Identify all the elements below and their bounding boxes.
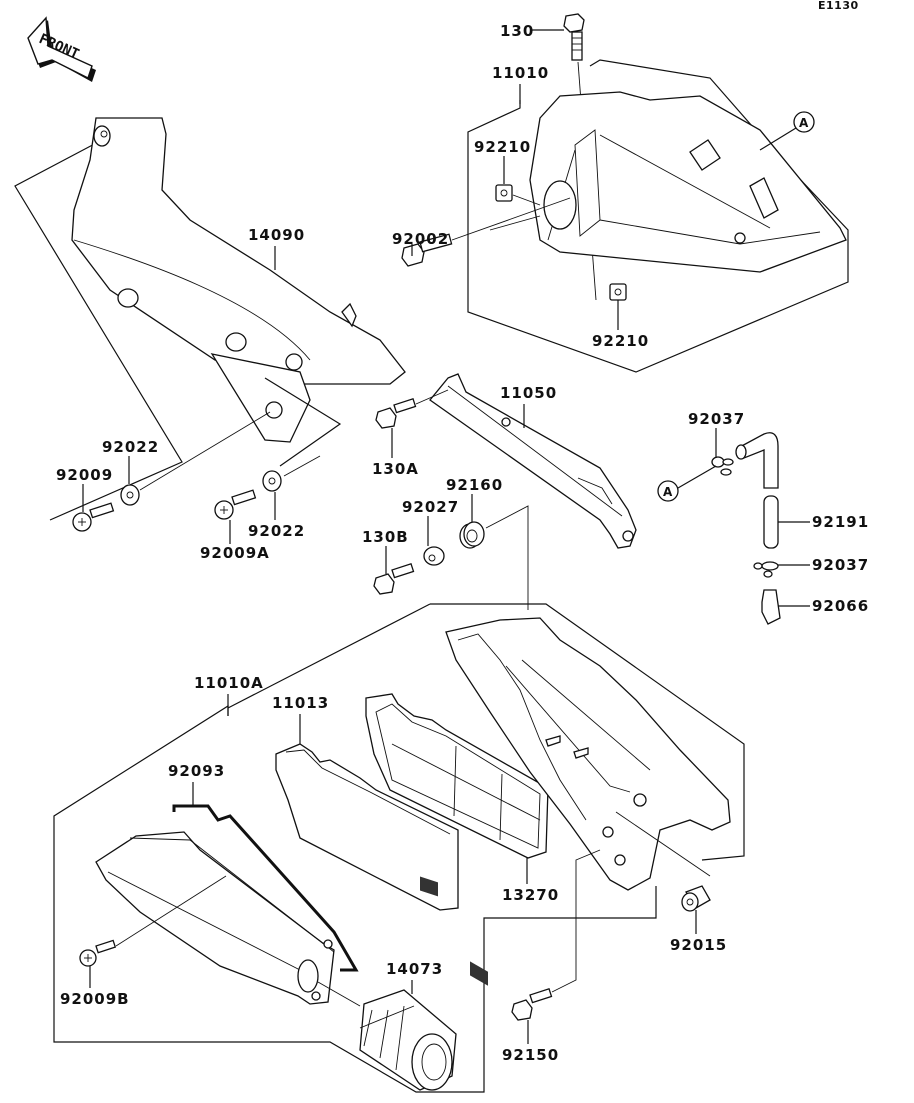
label-130b: 130B <box>362 528 409 546</box>
label-13270: 13270 <box>502 886 559 904</box>
front-arrow-icon: FRONT <box>27 16 96 82</box>
air-box-cover-icon <box>95 831 335 1005</box>
clip-92210-bottom-icon <box>609 283 627 301</box>
label-92191: 92191 <box>812 513 869 531</box>
hose-92191-icon <box>737 432 779 489</box>
label-92150: 92150 <box>502 1046 559 1064</box>
label-11013: 11013 <box>272 694 329 712</box>
label-92037-top: 92037 <box>688 410 745 428</box>
air-box-case-icon <box>445 617 731 891</box>
clamp-92037-bottom-icon <box>753 561 779 578</box>
part-11050-group: 11050 130A 92160 92027 130B <box>362 373 637 610</box>
screw-92009-icon <box>72 502 115 532</box>
bolt-130-icon <box>563 13 585 61</box>
washer-92022-right-icon <box>262 470 282 492</box>
label-92009a: 92009A <box>200 544 270 562</box>
label-92015: 92015 <box>670 936 727 954</box>
label-92002: 92002 <box>392 230 449 248</box>
label-92210-bottom: 92210 <box>592 332 649 350</box>
clamp-92037-top-icon <box>711 456 734 476</box>
label-92022-left: 92022 <box>102 438 159 456</box>
reference-marker-a-label: A <box>799 116 809 130</box>
diagram-code: E1130 <box>818 0 859 12</box>
label-11010a: 11010A <box>194 674 264 692</box>
label-11010: 11010 <box>492 64 549 82</box>
reference-marker-a-hose-label: A <box>663 485 673 499</box>
label-92093: 92093 <box>168 762 225 780</box>
label-92027: 92027 <box>402 498 459 516</box>
label-14090: 14090 <box>248 226 305 244</box>
screw-92009b-icon <box>79 939 117 967</box>
bolt-92150-icon <box>511 988 553 1021</box>
hose-group: 92037 A 92191 92037 92066 <box>657 410 869 625</box>
label-130a: 130A <box>372 460 419 478</box>
label-130: 130 <box>500 22 534 40</box>
bolt-92002-icon <box>401 233 453 267</box>
label-92037-bottom: 92037 <box>812 556 869 574</box>
reference-marker-a-hose <box>657 480 679 502</box>
label-11050: 11050 <box>500 384 557 402</box>
label-92160: 92160 <box>446 476 503 494</box>
collar-92015-icon <box>681 885 711 912</box>
clip-92210-top-icon <box>495 184 513 202</box>
gasket-92093-icon <box>172 804 359 972</box>
bolt-130a-icon <box>375 398 417 429</box>
label-92009b: 92009B <box>60 990 130 1008</box>
seal-11013-icon <box>275 743 459 911</box>
plug-92066-icon <box>761 589 781 625</box>
bolt-130b-icon <box>373 563 415 595</box>
washer-92022-left-icon <box>120 484 140 506</box>
part-11010a-group: 11010A 11013 13270 <box>53 603 745 1093</box>
label-92210-top: 92210 <box>474 138 531 156</box>
filter-14073-icon <box>359 989 457 1091</box>
label-92022-right: 92022 <box>248 522 305 540</box>
label-92009: 92009 <box>56 466 113 484</box>
part-11010-group: 130 11010 A 92210 92002 <box>392 13 849 373</box>
grommet-92160-icon <box>459 521 485 549</box>
label-92066: 92066 <box>812 597 869 615</box>
part-14090-group: 14090 92022 92009 92009A 92022 <box>14 117 406 562</box>
label-14073: 14073 <box>386 960 443 978</box>
screw-92009a-icon <box>214 489 257 520</box>
reference-marker-a <box>793 111 815 133</box>
